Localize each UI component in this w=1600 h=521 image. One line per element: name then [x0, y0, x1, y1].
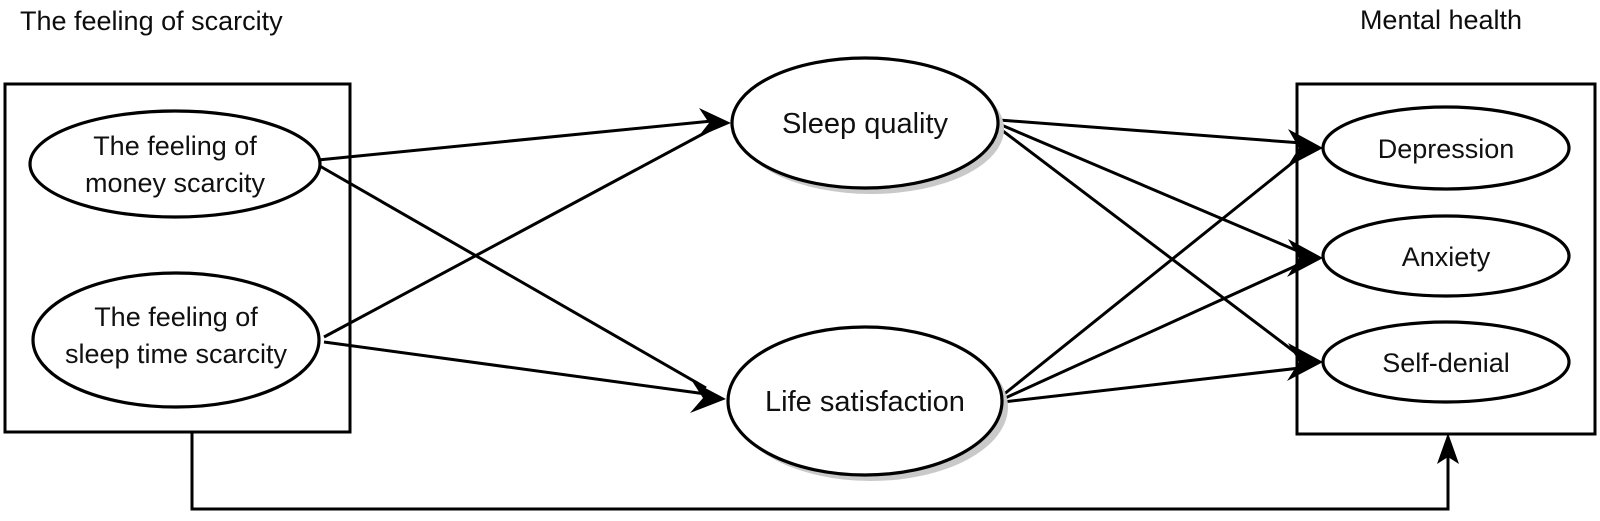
- node-money-scarcity-label-line2: money scarcity: [85, 168, 266, 198]
- node-money-scarcity[interactable]: The feeling of money scarcity: [28, 109, 322, 219]
- edge-sleep-quality-to-anxiety: [998, 122, 1301, 254]
- node-anxiety-shape[interactable]: [1321, 214, 1571, 298]
- arrow-head-into-anxiety: [1287, 239, 1323, 277]
- node-sleep-quality-shape[interactable]: [730, 56, 1000, 190]
- arrow-head-into-self-denial: [1287, 343, 1323, 381]
- node-sleep-time-scarcity-shape[interactable]: [31, 271, 321, 409]
- edge-sleep-time-scarcity-to-sleep-quality: [323, 127, 713, 339]
- edge-money-scarcity-to-life-satisfaction: [317, 163, 707, 390]
- group-title-scarcity: The feeling of scarcity: [20, 6, 283, 36]
- arrow-head-into-sleep-quality: [698, 108, 731, 137]
- feedback-path-scarcity-to-mental-health: [190, 433, 1450, 511]
- node-sleep-quality[interactable]: Sleep quality: [730, 56, 1004, 194]
- node-life-satisfaction-label: Life satisfaction: [765, 386, 965, 418]
- node-life-satisfaction[interactable]: Life satisfaction: [726, 325, 1008, 481]
- node-life-satisfaction-shape[interactable]: [726, 325, 1004, 477]
- node-money-scarcity-label-line1: The feeling of: [93, 131, 257, 161]
- group-box-scarcity: [3, 82, 352, 434]
- node-anxiety-label: Anxiety: [1402, 242, 1491, 272]
- node-anxiety[interactable]: Anxiety: [1321, 214, 1571, 298]
- edge-life-satisfaction-to-anxiety: [1002, 262, 1301, 401]
- edge-sleep-quality-to-depression: [998, 118, 1303, 145]
- group-box-mental-health: [1295, 82, 1597, 436]
- node-depression[interactable]: Depression: [1321, 105, 1571, 191]
- edge-money-scarcity-to-sleep-quality: [317, 119, 713, 162]
- node-self-denial-label: Self-denial: [1382, 348, 1510, 378]
- arrow-head-feedback: [1437, 433, 1459, 464]
- arrow-head-into-depression: [1287, 129, 1323, 167]
- node-depression-label: Depression: [1378, 134, 1515, 164]
- node-money-scarcity-shape[interactable]: [28, 109, 322, 219]
- node-sleep-time-scarcity[interactable]: The feeling of sleep time scarcity: [31, 271, 321, 409]
- edge-sleep-quality-to-self-denial: [998, 126, 1301, 358]
- node-sleep-quality-label: Sleep quality: [782, 108, 949, 140]
- edge-life-satisfaction-to-self-denial: [1002, 366, 1301, 404]
- group-title-mental-health: Mental health: [1360, 5, 1522, 35]
- arrow-head-into-life-satisfaction: [690, 381, 726, 413]
- edge-sleep-time-scarcity-to-life-satisfaction: [323, 340, 707, 396]
- node-sleep-time-scarcity-label-line1: The feeling of: [94, 302, 258, 332]
- node-self-denial-shape[interactable]: [1321, 320, 1571, 404]
- edge-life-satisfaction-to-depression: [1002, 153, 1303, 397]
- node-depression-shape[interactable]: [1321, 105, 1571, 191]
- node-sleep-time-scarcity-label-line2: sleep time scarcity: [65, 339, 288, 369]
- node-self-denial[interactable]: Self-denial: [1321, 320, 1571, 404]
